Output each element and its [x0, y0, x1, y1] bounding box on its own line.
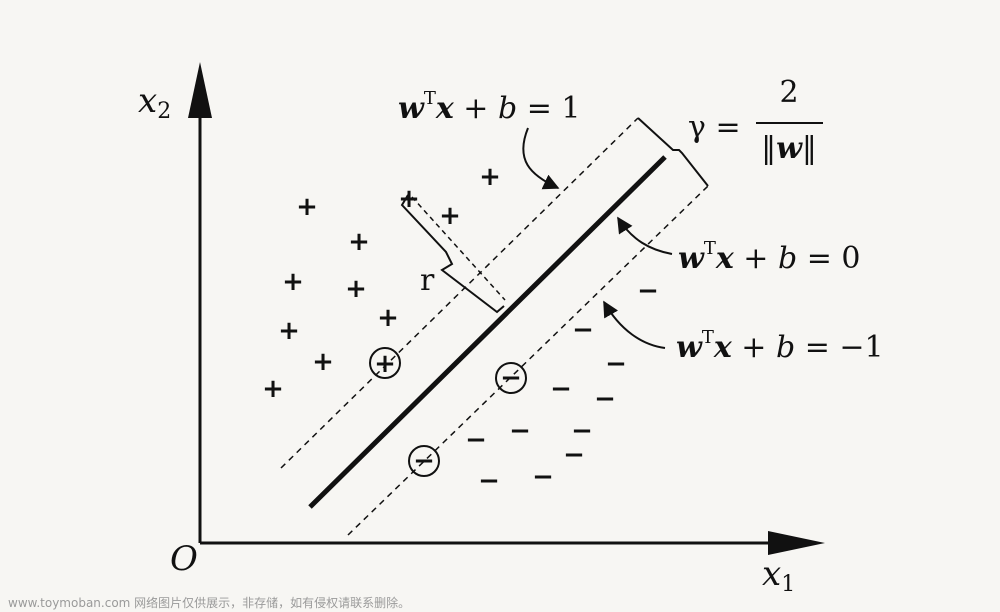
positive-point: + [479, 162, 501, 192]
margin-numerator: 2 [779, 75, 798, 110]
support-vector-minus: − [413, 446, 435, 476]
y-axis-label: x2 [138, 81, 171, 124]
decision-boundary [308, 155, 667, 509]
x-axis-label: x1 [762, 554, 795, 597]
x-axis-arrow-icon [768, 531, 825, 555]
watermark-text: www.toymoban.com 网络图片仅供展示，非存储，如有侵权请联系删除。 [8, 596, 411, 610]
negative-point: − [571, 416, 593, 446]
margin-gamma-label: γ = [688, 110, 741, 145]
lower-margin-equation: wTx + b = −1 [676, 327, 884, 365]
positive-point: + [262, 374, 284, 404]
negative-point: − [572, 315, 594, 345]
positive-point: + [312, 347, 334, 377]
positive-point: + [345, 274, 367, 304]
positive-support-vector: + [369, 347, 401, 379]
positive-point: + [282, 267, 304, 297]
y-axis-arrow-icon [188, 62, 212, 118]
lower-eq-arrow [603, 300, 666, 349]
negative-point: − [532, 462, 554, 492]
distance-label: r [420, 263, 435, 298]
margin-denominator: ‖w‖ [761, 131, 817, 166]
margin-formula: γ = 2 ‖w‖ [688, 75, 823, 166]
negative-support-vector: − [495, 362, 527, 394]
decision-boundary-equation: wTx + b = 0 [678, 238, 860, 276]
negative-point: − [465, 425, 487, 455]
negative-point: − [594, 384, 616, 414]
upper-margin-equation: wTx + b = 1 [398, 88, 580, 126]
upper-eq-arrow [522, 127, 560, 190]
middle-eq-arrow [617, 216, 673, 255]
margin-bracket [637, 117, 709, 187]
positive-points: + + + + + + + + + + + [262, 162, 501, 404]
positive-point: + [278, 316, 300, 346]
positive-point: + [377, 303, 399, 333]
negative-point: − [509, 416, 531, 446]
negative-point: − [563, 440, 585, 470]
positive-point: + [296, 192, 318, 222]
positive-point: + [398, 184, 420, 214]
support-vector-plus: + [374, 349, 396, 379]
negative-point: − [550, 374, 572, 404]
support-vector-minus: − [500, 363, 522, 393]
negative-margin-line [347, 185, 709, 536]
negative-point: − [605, 349, 627, 379]
negative-point: − [637, 276, 659, 306]
distance-bracket [400, 194, 505, 314]
negative-point: − [478, 466, 500, 496]
positive-point: + [439, 201, 461, 231]
positive-point: + [348, 227, 370, 257]
origin-label: O [170, 539, 198, 579]
negative-points: − − − − − − − − − − − [465, 276, 659, 496]
negative-support-vector: − [408, 445, 440, 477]
